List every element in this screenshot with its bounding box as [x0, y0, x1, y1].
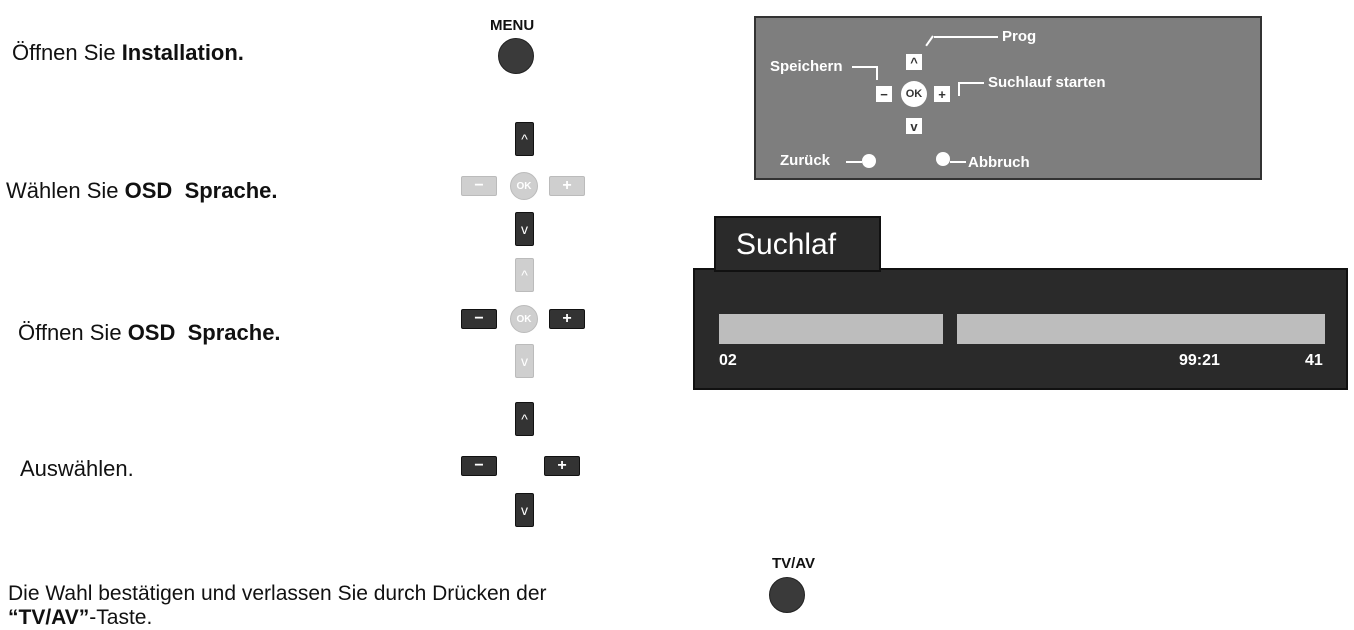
instruction-bold: OSD	[124, 178, 173, 203]
instruction-bold: Sprache.	[184, 178, 278, 203]
tvav-button-label: TV/AV	[772, 555, 816, 572]
instruction-step-5-line2: “TV/AV”-Taste.	[8, 606, 152, 630]
down-arrow-button[interactable]: v	[515, 344, 534, 378]
connector-line	[925, 35, 934, 47]
instruction-text: Wählen Sie	[6, 178, 119, 203]
minus-button[interactable]: −	[461, 309, 497, 329]
instruction-text: Öffnen Sie	[18, 320, 122, 345]
help-label-zurueck: Zurück	[780, 152, 831, 169]
search-time-value: 99:21	[1179, 352, 1220, 369]
down-arrow-button[interactable]: v	[515, 212, 534, 246]
connector-line	[958, 82, 960, 96]
instruction-step-4: Auswählen.	[20, 456, 134, 482]
search-right-value: 41	[1305, 352, 1323, 369]
instruction-bold: “TV/AV”	[8, 606, 90, 629]
help-label-suchlauf: Suchlauf starten	[988, 74, 1106, 91]
help-ok-key: OK	[901, 81, 927, 107]
tvav-button[interactable]	[769, 577, 805, 613]
minus-button[interactable]: −	[461, 176, 497, 196]
up-arrow-button[interactable]: ^	[515, 402, 534, 436]
instruction-step-2: Wählen Sie OSD Sprache.	[6, 178, 278, 204]
instruction-bold: OSD	[127, 320, 176, 345]
help-label-abbruch: Abbruch	[968, 154, 1030, 171]
search-panel: 02 99:21 41	[693, 268, 1348, 390]
connector-line	[960, 82, 984, 84]
help-up-key: ^	[906, 54, 922, 70]
instruction-text: Auswählen.	[20, 456, 134, 481]
plus-button[interactable]: +	[544, 456, 580, 476]
search-left-value: 02	[719, 352, 737, 369]
help-panel: Prog Speichern Suchlauf starten ^ − OK +…	[754, 16, 1262, 180]
menu-button[interactable]	[498, 38, 534, 74]
dpad-left-right-highlight: ^ − OK + v	[461, 258, 587, 380]
up-arrow-button[interactable]: ^	[515, 258, 534, 292]
help-label-speichern: Speichern	[770, 58, 843, 75]
search-panel-title: Suchlaf	[714, 216, 881, 272]
connector-line	[852, 66, 876, 68]
connector-line	[846, 161, 862, 163]
channel-bar	[719, 314, 943, 344]
plus-button[interactable]: +	[549, 309, 585, 329]
instruction-text: Öffnen Sie	[12, 40, 116, 65]
connector-line	[950, 161, 966, 163]
plus-button[interactable]: +	[549, 176, 585, 196]
help-label-prog: Prog	[1002, 28, 1037, 45]
down-arrow-button[interactable]: v	[515, 493, 534, 527]
up-arrow-button[interactable]: ^	[515, 122, 534, 156]
progress-bar	[957, 314, 1325, 344]
connector-line	[934, 36, 998, 38]
dpad-up-down-highlight: ^ − OK + v	[461, 122, 587, 247]
help-plus-key: +	[934, 86, 950, 102]
ok-button[interactable]: OK	[510, 172, 538, 200]
instruction-text: -Taste.	[89, 606, 153, 629]
minus-button[interactable]: −	[461, 456, 497, 476]
dpad-all-highlight: ^ − + v	[461, 402, 587, 528]
help-back-dot	[862, 154, 876, 168]
help-exit-dot	[936, 152, 950, 166]
connector-line	[876, 66, 878, 80]
instruction-step-5-line1: Die Wahl bestätigen und verlassen Sie du…	[8, 582, 547, 605]
instruction-bold: Sprache.	[187, 320, 281, 345]
instruction-step-1: Öffnen Sie Installation.	[12, 40, 244, 66]
help-down-key: v	[906, 118, 922, 134]
ok-button[interactable]: OK	[510, 305, 538, 333]
instruction-step-3: Öffnen Sie OSD Sprache.	[18, 320, 281, 346]
instruction-bold: Installation.	[121, 40, 244, 65]
menu-button-label: MENU	[490, 17, 535, 34]
help-minus-key: −	[876, 86, 892, 102]
